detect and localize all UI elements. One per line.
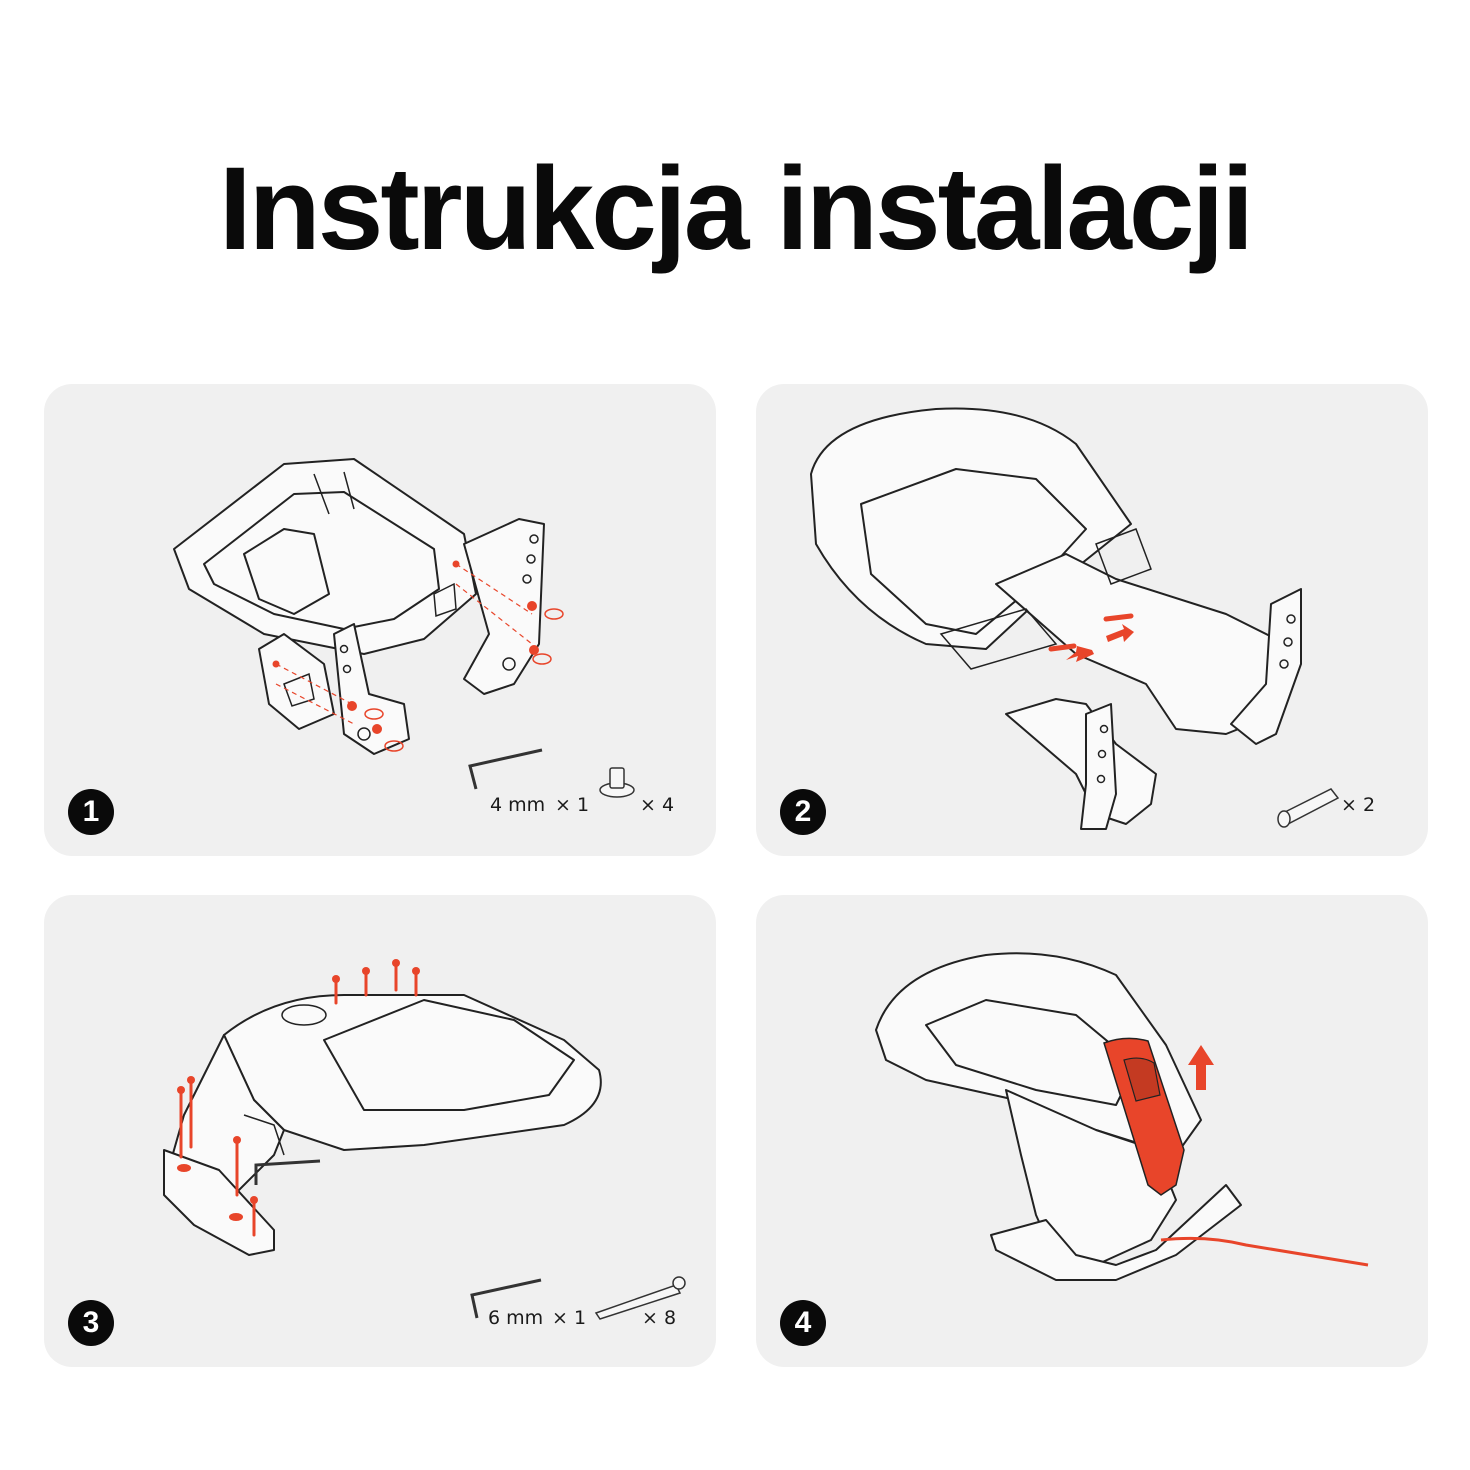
- step-1-panel: 1 4 mm × 1 × 4: [44, 384, 716, 856]
- step-2-illustration: [810, 407, 1340, 830]
- bolt-qty: × 4: [640, 794, 675, 816]
- step-1-illustration: [173, 458, 635, 798]
- hex-key-qty: × 1: [555, 794, 590, 816]
- hex-key-size: 6 mm: [488, 1307, 544, 1329]
- step-2-panel: 2 × 2: [756, 384, 1428, 856]
- hex-key-icon: [468, 748, 543, 790]
- step-4-panel: 4: [756, 895, 1428, 1367]
- step-number-badge: 1: [68, 789, 114, 835]
- arrow-up-icon: [1188, 1045, 1214, 1090]
- step-number-badge: 2: [780, 789, 826, 835]
- step-4-illustration: [875, 952, 1369, 1281]
- pin-qty: × 2: [1341, 794, 1376, 816]
- hex-key-size: 4 mm: [490, 794, 546, 816]
- screw-qty: × 8: [642, 1307, 677, 1329]
- step-3-panel: 3 6 mm × 1 × 8: [44, 895, 716, 1367]
- step-number-badge: 3: [68, 1300, 114, 1346]
- step-number-badge: 4: [780, 1300, 826, 1346]
- screw-icon: [594, 1276, 686, 1320]
- cover-flap-highlight: [1103, 1037, 1185, 1196]
- pin-icon: [1277, 788, 1340, 828]
- hex-key-icon: [254, 1159, 542, 1319]
- page-title: Instrukcja instalacji: [218, 143, 1254, 275]
- cable-highlight: [1160, 1236, 1369, 1267]
- hex-key-qty: × 1: [552, 1307, 587, 1329]
- step-3-illustration: [163, 959, 686, 1320]
- bolt-icon: [599, 767, 635, 798]
